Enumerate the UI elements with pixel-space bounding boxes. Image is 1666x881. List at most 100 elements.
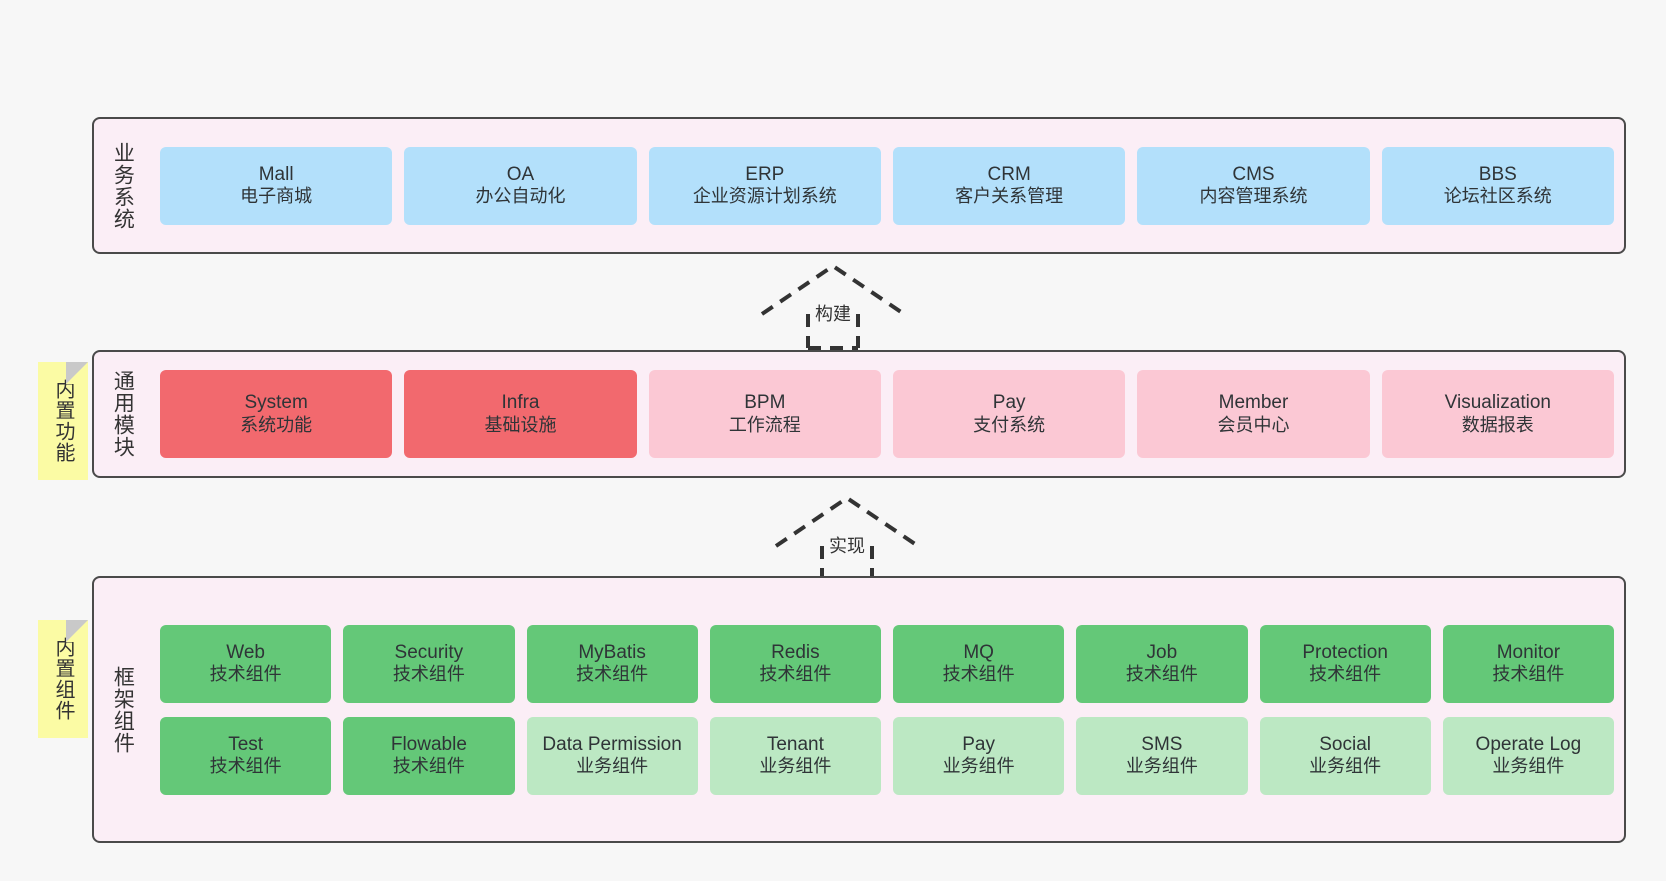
card-crm-subtitle: 客户关系管理 [955,186,1064,207]
card-visualization-title: Visualization [1444,392,1551,414]
layer-framework-component: 框架组件 Web 技术组件 Security 技术组件 MyBatis 技术组件… [92,576,1626,843]
card-test[interactable]: Test 技术组件 [160,716,332,795]
card-security[interactable]: Security 技术组件 [343,624,515,703]
card-pay-component-subtitle: 业务组件 [942,756,1015,777]
card-infra[interactable]: Infra 基础设施 [404,370,637,458]
card-redis-subtitle: 技术组件 [759,664,832,685]
card-mybatis-title: MyBatis [578,641,646,663]
card-system[interactable]: System 系统功能 [160,370,393,458]
card-flowable-title: Flowable [390,733,467,755]
card-bpm-title: BPM [744,392,786,414]
card-bbs-subtitle: 论坛社区系统 [1443,186,1552,207]
card-data-permission-title: Data Permission [542,733,682,755]
card-bpm[interactable]: BPM 工作流程 [648,370,881,458]
card-erp-subtitle: 企业资源计划系统 [692,186,837,207]
card-flowable-subtitle: 技术组件 [392,756,465,777]
card-mybatis[interactable]: MyBatis 技术组件 [526,624,698,703]
framework-component-card-list: Web 技术组件 Security 技术组件 MyBatis 技术组件 Redi… [150,578,1624,841]
card-social-title: Social [1319,733,1371,755]
card-job-subtitle: 技术组件 [1125,664,1198,685]
card-web-subtitle: 技术组件 [209,664,282,685]
card-redis[interactable]: Redis 技术组件 [709,624,881,703]
card-visualization-subtitle: 数据报表 [1461,414,1534,435]
card-web-title: Web [226,641,265,663]
card-operate-log[interactable]: Operate Log 业务组件 [1442,716,1614,795]
card-test-title: Test [228,733,264,755]
layer-title-business-system: 业务系统 [111,141,135,230]
card-infra-subtitle: 基础设施 [484,414,557,435]
arrow-implement: 实现 [772,494,922,580]
layer-title-common-module: 通用模块 [111,370,135,458]
card-oa-subtitle: 办公自动化 [475,186,566,207]
card-oa-title: OA [506,163,535,185]
card-bbs-title: BBS [1478,163,1517,185]
note-builtin-function: 内置功能 [38,362,88,480]
card-oa[interactable]: OA 办公自动化 [404,146,637,225]
card-monitor-subtitle: 技术组件 [1492,664,1565,685]
card-system-title: System [244,392,308,414]
common-module-card-list: System 系统功能 Infra 基础设施 BPM 工作流程 Pay 支付系统… [150,352,1624,476]
card-infra-title: Infra [501,392,540,414]
card-bbs[interactable]: BBS 论坛社区系统 [1381,146,1614,225]
card-monitor[interactable]: Monitor 技术组件 [1442,624,1614,703]
card-visualization[interactable]: Visualization 数据报表 [1381,370,1614,458]
card-test-subtitle: 技术组件 [209,756,282,777]
card-tenant[interactable]: Tenant 业务组件 [709,716,881,795]
card-mybatis-subtitle: 技术组件 [576,664,649,685]
arrow-build: 构建 [758,262,908,350]
card-monitor-title: Monitor [1496,641,1561,663]
card-pay-module[interactable]: Pay 支付系统 [892,370,1126,458]
card-crm-title: CRM [987,163,1031,185]
card-security-title: Security [394,641,464,663]
card-pay-component-title: Pay [962,733,995,755]
card-member-title: Member [1218,392,1289,414]
card-sms-subtitle: 业务组件 [1125,756,1198,777]
card-erp[interactable]: ERP 企业资源计划系统 [648,146,881,225]
card-data-permission[interactable]: Data Permission 业务组件 [526,716,698,795]
card-mq-title: MQ [963,641,994,663]
card-protection-subtitle: 技术组件 [1309,664,1382,685]
card-cms-subtitle: 内容管理系统 [1199,186,1308,207]
card-web[interactable]: Web 技术组件 [160,624,332,703]
arrow-implement-head [774,495,920,548]
card-mall-subtitle: 电子商城 [240,186,313,207]
card-tenant-title: Tenant [766,733,824,755]
card-redis-title: Redis [771,641,820,663]
arrow-implement-label: 实现 [829,536,865,556]
card-social-subtitle: 业务组件 [1309,756,1382,777]
card-cms[interactable]: CMS 内容管理系统 [1137,146,1370,225]
card-social[interactable]: Social 业务组件 [1259,716,1431,795]
card-flowable[interactable]: Flowable 技术组件 [343,716,515,795]
card-cms-title: CMS [1232,163,1275,185]
framework-component-row-technical: Web 技术组件 Security 技术组件 MyBatis 技术组件 Redi… [160,624,1614,703]
arrow-build-label: 构建 [815,304,851,324]
card-mall-title: Mall [258,163,294,185]
card-erp-title: ERP [745,163,785,185]
card-system-subtitle: 系统功能 [240,414,313,435]
arrow-build-head [760,263,906,316]
layer-common-module: 通用模块 System 系统功能 Infra 基础设施 BPM 工作流程 Pay… [92,350,1626,478]
business-system-card-list: Mall 电子商城 OA 办公自动化 ERP 企业资源计划系统 CRM 客户关系… [150,119,1624,252]
card-member[interactable]: Member 会员中心 [1137,370,1370,458]
card-tenant-subtitle: 业务组件 [759,756,832,777]
layer-business-system: 业务系统 Mall 电子商城 OA 办公自动化 ERP 企业资源计划系统 CRM… [92,117,1626,254]
note-builtin-component-label: 内置组件 [52,637,74,721]
card-operate-log-subtitle: 业务组件 [1492,756,1565,777]
card-crm[interactable]: CRM 客户关系管理 [892,146,1126,225]
card-operate-log-title: Operate Log [1475,733,1582,755]
card-protection-title: Protection [1302,641,1388,663]
layer-title-framework-component: 框架组件 [111,665,135,754]
framework-component-row-business: Test 技术组件 Flowable 技术组件 Data Permission … [160,716,1614,795]
card-sms[interactable]: SMS 业务组件 [1076,716,1248,795]
card-mq[interactable]: MQ 技术组件 [893,624,1065,703]
card-protection[interactable]: Protection 技术组件 [1259,624,1431,703]
card-mall[interactable]: Mall 电子商城 [160,146,393,225]
card-job[interactable]: Job 技术组件 [1076,624,1248,703]
card-pay-module-title: Pay [992,392,1026,414]
card-sms-title: SMS [1141,733,1183,755]
arrow-build-shaft [806,314,860,350]
card-bpm-subtitle: 工作流程 [728,414,801,435]
card-member-subtitle: 会员中心 [1217,414,1290,435]
card-pay-component[interactable]: Pay 业务组件 [893,716,1065,795]
